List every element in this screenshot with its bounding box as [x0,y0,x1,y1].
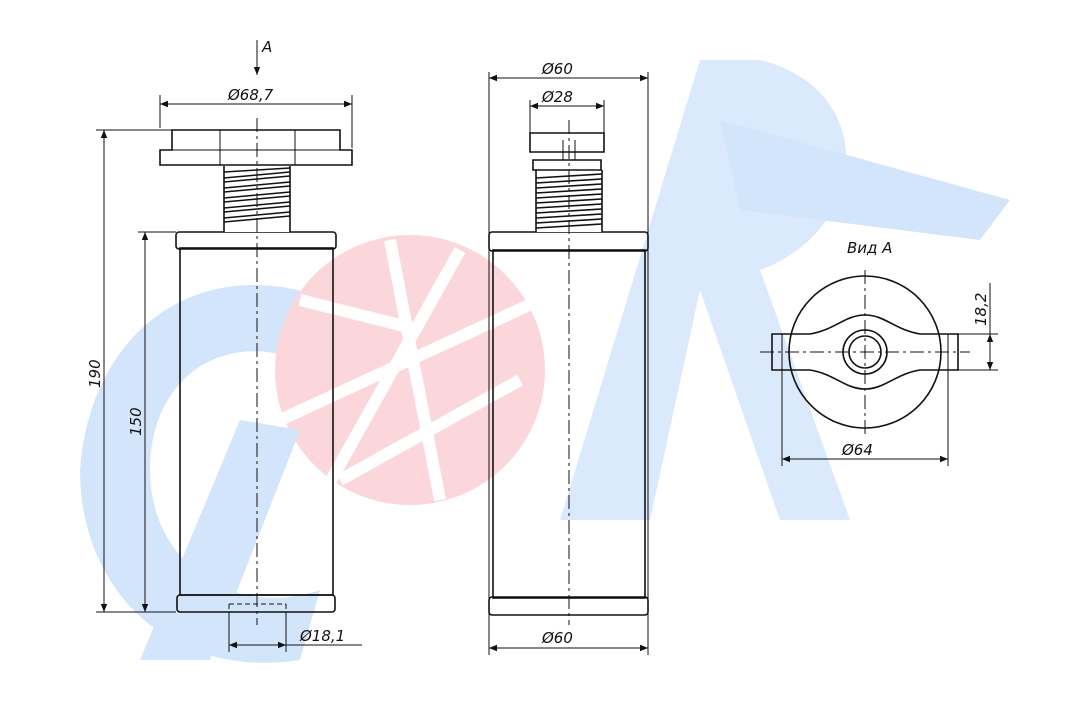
handle-diameter-label: Ø64 [841,441,873,459]
overall-height-label: 190 [86,359,104,388]
front-view: A Ø68,7 190 150 Ø18,1 [86,38,362,652]
side-view: Ø60 Ø28 Ø60 [488,60,649,655]
head-diameter-label: Ø68,7 [227,86,274,104]
element-height-label: 150 [127,407,145,436]
view-a: Вид А 18,2 Ø64 [760,239,998,466]
handle-width-label: 18,2 [972,293,990,326]
view-a-title: Вид А [847,239,892,257]
outlet-diameter-label: Ø18,1 [299,627,345,645]
bottom-diameter-label: Ø60 [541,629,573,647]
top-diameter-label: Ø60 [541,60,573,78]
head-diameter-label: Ø28 [541,88,573,106]
view-arrow-label: A [261,38,272,56]
